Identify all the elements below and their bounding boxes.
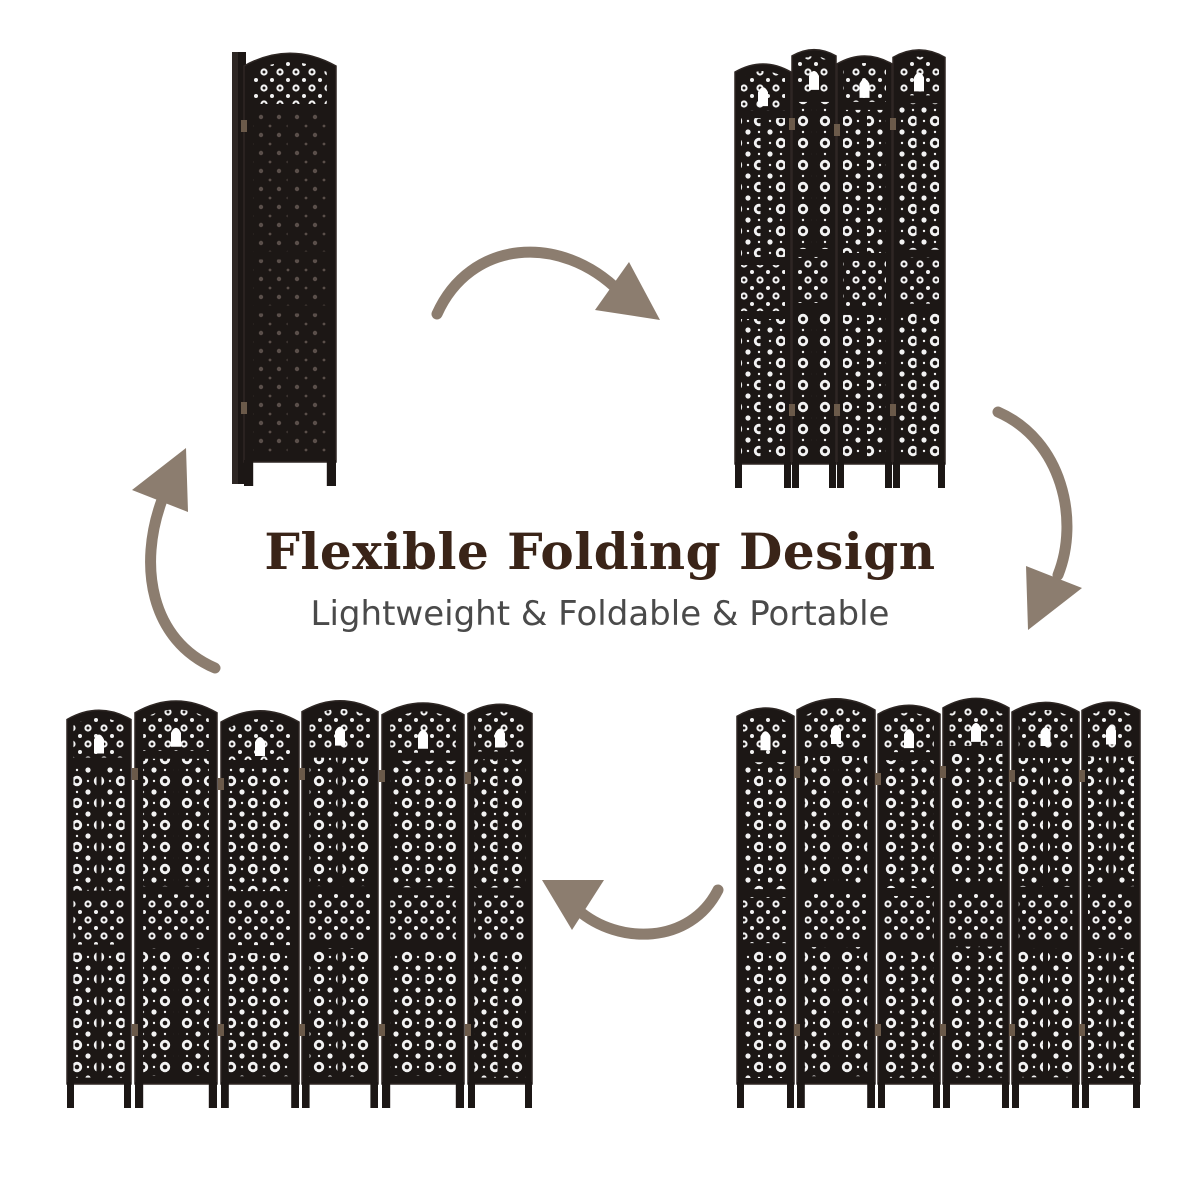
screen-panel (299, 699, 379, 1108)
curved-arrow-left-icon (572, 884, 724, 940)
curved-arrow-up-head-icon (132, 448, 188, 512)
curved-arrow-right-head-icon (595, 262, 660, 320)
screen-panel (241, 52, 337, 486)
subheadline-text: Lightweight & Foldable & Portable (310, 594, 890, 634)
screen-panel (736, 707, 795, 1108)
curved-arrow-down-icon (992, 406, 1073, 581)
six-panel-zigzag-screen-image (736, 697, 1141, 1108)
screen-panel (794, 698, 876, 1108)
headline-title: Flexible Folding Design (264, 522, 936, 581)
screen-panel (734, 63, 792, 488)
screen-panel (132, 700, 218, 1108)
screen-panel (379, 702, 465, 1108)
screen-panel (1009, 701, 1080, 1108)
screen-panel (66, 709, 132, 1108)
folded-screen-image (232, 52, 337, 486)
curved-arrow-left-head-icon (542, 880, 604, 930)
screen-panel (875, 704, 941, 1108)
four-panel-screen-image (734, 48, 946, 488)
six-panel-open-screen-image (66, 699, 533, 1108)
screen-panel (789, 48, 837, 488)
screen-panel (1079, 701, 1141, 1108)
screen-panel (834, 55, 893, 488)
screen-panel (890, 49, 946, 488)
screen-panel (465, 703, 533, 1108)
curved-arrow-up-icon (145, 494, 221, 674)
curved-arrow-right-icon (431, 246, 626, 320)
screen-panel (218, 710, 300, 1108)
screen-panel (940, 697, 1010, 1108)
curved-arrow-down-head-icon (1026, 566, 1082, 630)
arrows-group (132, 246, 1082, 940)
